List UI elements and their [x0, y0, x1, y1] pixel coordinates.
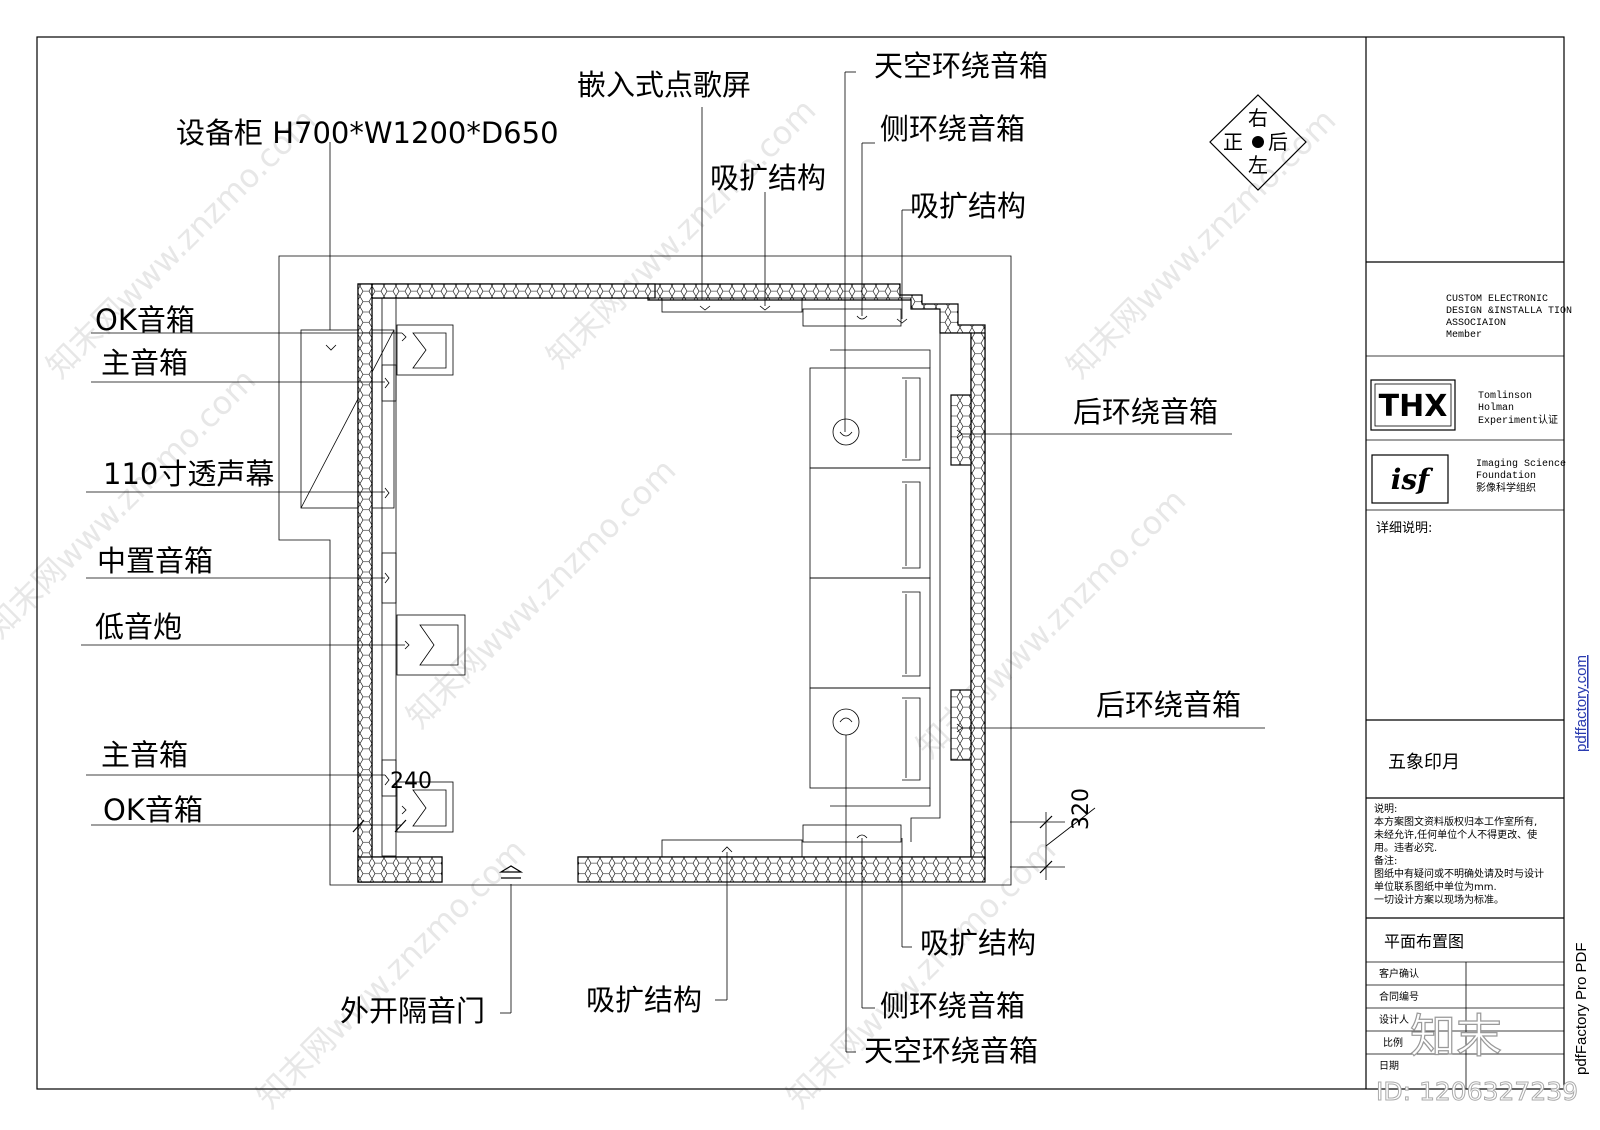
label-absorber-top-left: 吸扩结构: [710, 161, 826, 195]
label-sky-surround-top: 天空环绕音箱: [874, 49, 1048, 83]
cedia-line: CUSTOM ELECTRONIC: [1446, 294, 1548, 305]
isf-text: Foundation: [1476, 470, 1536, 482]
watermark: 知末网www.znzmo.com: [1059, 101, 1344, 386]
label-subwoofer: 低音炮: [95, 610, 182, 644]
label-main-speaker-top: 主音箱: [101, 346, 188, 380]
compass-bottom-text: 左: [1248, 153, 1268, 177]
main-speaker-bottom: [381, 759, 397, 797]
compass-top-text: 右: [1248, 106, 1268, 130]
notes-line: 单位联系图纸中单位为mm.: [1374, 880, 1497, 893]
rear-surround-speaker-top: [950, 394, 972, 466]
main-speaker-top: [381, 364, 397, 402]
brand-watermark: 知末: [1410, 1009, 1502, 1063]
watermark: 知末网www.znzmo.com: [0, 361, 263, 646]
label-center-speaker: 中置音箱: [97, 544, 213, 578]
thx-text: Tomlinson: [1478, 390, 1532, 402]
label-ok-speaker-top: OK音箱: [95, 303, 195, 337]
notes-line: 本方案图文资料版权归本工作室所有,: [1374, 815, 1537, 828]
rear-wall-panel: [910, 333, 941, 842]
detail-label: 详细说明:: [1376, 521, 1432, 536]
pdf-url-link[interactable]: pdffactory.com: [1573, 655, 1590, 752]
label-side-surround-bottom: 侧环绕音箱: [880, 989, 1025, 1023]
notes-line: 图纸中有疑问或不明确处请及时与设计: [1374, 867, 1544, 880]
compass-icon: 右 正 后 左: [1209, 94, 1307, 191]
row-contract-no: 合同编号: [1379, 990, 1419, 1003]
watermark: 知末网www.znzmo.com: [539, 91, 824, 376]
label-main-speaker-bottom: 主音箱: [101, 738, 188, 772]
ok-speaker-top: [396, 324, 454, 376]
drawing-name: 平面布置图: [1384, 932, 1464, 951]
isf-text: 影像科学组织: [1476, 481, 1536, 495]
room-envelope-outline: [278, 255, 1012, 886]
label-absorber-top-right: 吸扩结构: [910, 189, 1026, 223]
row-scale: 比例: [1383, 1036, 1403, 1049]
dimension-320-text: 320: [1069, 788, 1094, 830]
notes-line: 备注:: [1374, 854, 1397, 867]
label-side-surround-top: 侧环绕音箱: [880, 112, 1025, 146]
dimension-320: 320: [1010, 788, 1096, 880]
leader-lines: [81, 71, 1265, 1053]
compass-left-text: 正: [1223, 130, 1243, 154]
absorber-panel-bottom: [661, 824, 902, 858]
thx-text: Holman: [1478, 402, 1514, 414]
label-equipment-cabinet: 设备柜 H700*W1200*D650: [176, 116, 559, 150]
label-absorber-bottom-mid: 吸扩结构: [586, 983, 702, 1017]
cedia-line: Member: [1446, 329, 1482, 341]
label-absorber-bottom-right: 吸扩结构: [920, 926, 1036, 960]
label-rear-surround-bottom: 后环绕音箱: [1096, 688, 1241, 722]
label-door: 外开隔音门: [340, 994, 485, 1028]
title-block: CUSTOM ELECTRONIC DESIGN &INSTALLA TION …: [1366, 261, 1572, 1089]
label-screen-110: 110寸透声幕: [103, 457, 274, 491]
company-name: 五象印月: [1388, 752, 1460, 773]
seating-rows: [809, 349, 931, 807]
ok-speaker-bottom: [396, 781, 454, 833]
isf-logo: isf: [1391, 463, 1434, 496]
compass-right-text: 后: [1268, 130, 1288, 154]
watermark: 知末网www.znzmo.com: [399, 451, 684, 736]
row-date: 日期: [1379, 1060, 1399, 1072]
room-walls: [357, 283, 986, 883]
label-embedded-screen: 嵌入式点歌屏: [577, 68, 751, 102]
label-rear-surround-top: 后环绕音箱: [1073, 395, 1218, 429]
label-sky-surround-bottom: 天空环绕音箱: [864, 1034, 1038, 1068]
notes-line: 说明:: [1374, 802, 1397, 815]
dimension-240-text: 240: [390, 769, 432, 794]
row-designer: 设计人: [1379, 1013, 1409, 1026]
notes-line: 一切设计方案以现场为标准。: [1374, 893, 1504, 906]
id-watermark: ID: 1206327239: [1376, 1077, 1578, 1106]
sky-speaker-icon: [832, 418, 860, 446]
absorber-panel-top: [661, 297, 908, 327]
thx-logo: THX: [1379, 389, 1448, 424]
notes-line: 未经允许,任何单位个人不得更改、使: [1374, 828, 1537, 841]
outer-frame: [36, 36, 1565, 1090]
equipment-cabinet: [300, 329, 395, 509]
thx-text: Experiment认证: [1478, 413, 1558, 427]
notes-line: 用。违者必究.: [1374, 841, 1437, 854]
cedia-line: ASSOCIAION: [1446, 318, 1506, 329]
isf-text: Imaging Science: [1476, 458, 1566, 470]
door-symbol: [498, 865, 524, 1014]
rear-surround-speaker-bottom: [950, 689, 972, 761]
label-ok-speaker-bottom: OK音箱: [103, 793, 203, 827]
sky-speaker-icon: [832, 708, 860, 736]
watermark-group: 知末网www.znzmo.com 知末网www.znzmo.com 知末网www…: [0, 91, 1343, 1116]
pdf-watermark: pdfFactory Pro PDF: [1573, 942, 1590, 1075]
row-client-confirm: 客户确认: [1379, 967, 1419, 980]
cedia-line: DESIGN &INSTALLA TION: [1446, 306, 1572, 317]
